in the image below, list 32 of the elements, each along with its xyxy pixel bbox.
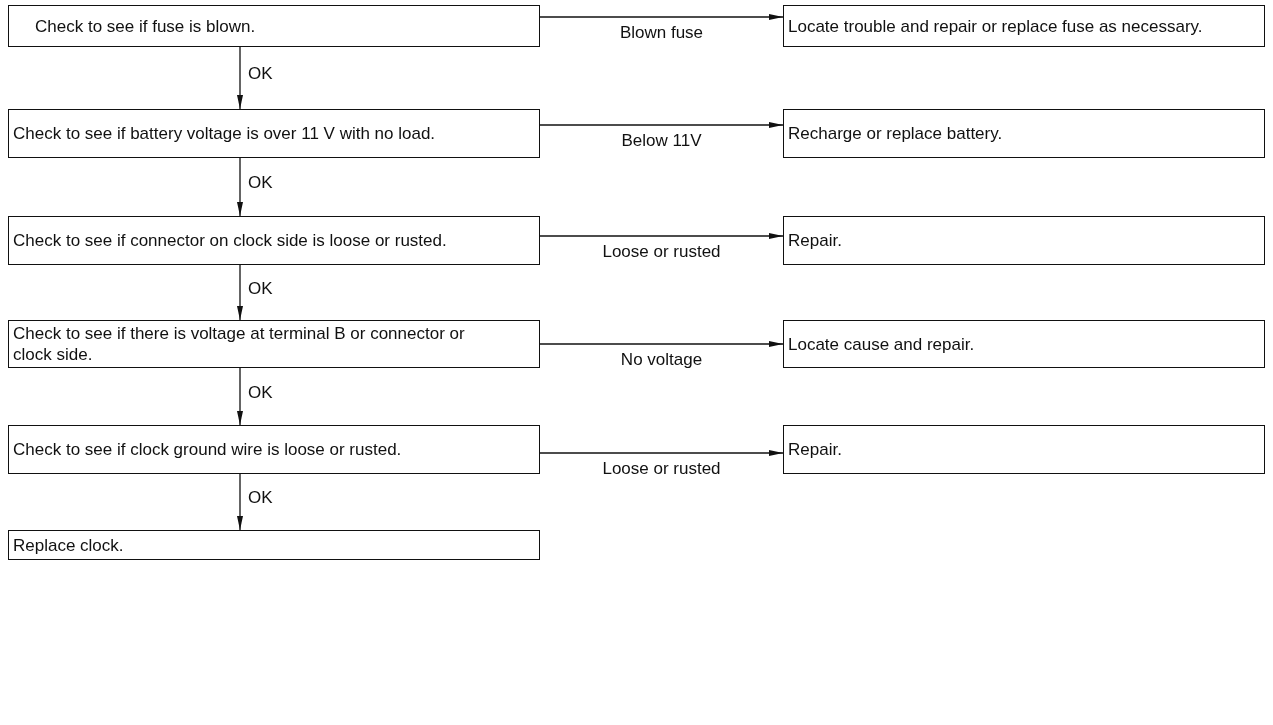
arrow — [237, 157, 243, 217]
box-text: Locate trouble and repair or replace fuse as necessary. — [788, 15, 1203, 37]
arrow — [539, 233, 784, 239]
process-box — [783, 425, 1265, 474]
box-text: Check to see if connector on clock side is loose or rusted. — [13, 230, 447, 251]
box-text: Check to see if fuse is blown. — [35, 15, 256, 37]
process-box — [8, 5, 540, 47]
process-box — [8, 425, 540, 474]
box-text: Check to see if clock ground wire is loose or rusted. — [13, 439, 402, 460]
arrow — [539, 122, 784, 128]
box-text: Recharge or replace battery. — [788, 123, 1003, 144]
process-box — [783, 109, 1265, 158]
process-box — [8, 320, 540, 368]
arrow — [237, 367, 243, 426]
process-box — [8, 109, 540, 158]
box-text: Repair. — [788, 230, 842, 251]
box-text: Locate cause and repair. — [788, 333, 975, 355]
arrow — [539, 14, 784, 20]
arrow — [539, 450, 784, 456]
arrow — [237, 473, 243, 531]
process-box — [783, 320, 1265, 368]
process-box — [8, 530, 540, 560]
box-text: Check to see if there is voltage at terminal B or connector or clock side. — [13, 323, 466, 365]
arrow — [539, 341, 784, 347]
process-box — [8, 216, 540, 265]
process-box — [783, 5, 1265, 47]
arrow — [237, 264, 243, 321]
process-box — [783, 216, 1265, 265]
arrow — [237, 46, 243, 110]
box-text: Check to see if battery voltage is over 11 V with no load. — [13, 123, 436, 144]
box-text: Replace clock. — [13, 534, 124, 556]
box-text: Repair. — [788, 439, 842, 460]
